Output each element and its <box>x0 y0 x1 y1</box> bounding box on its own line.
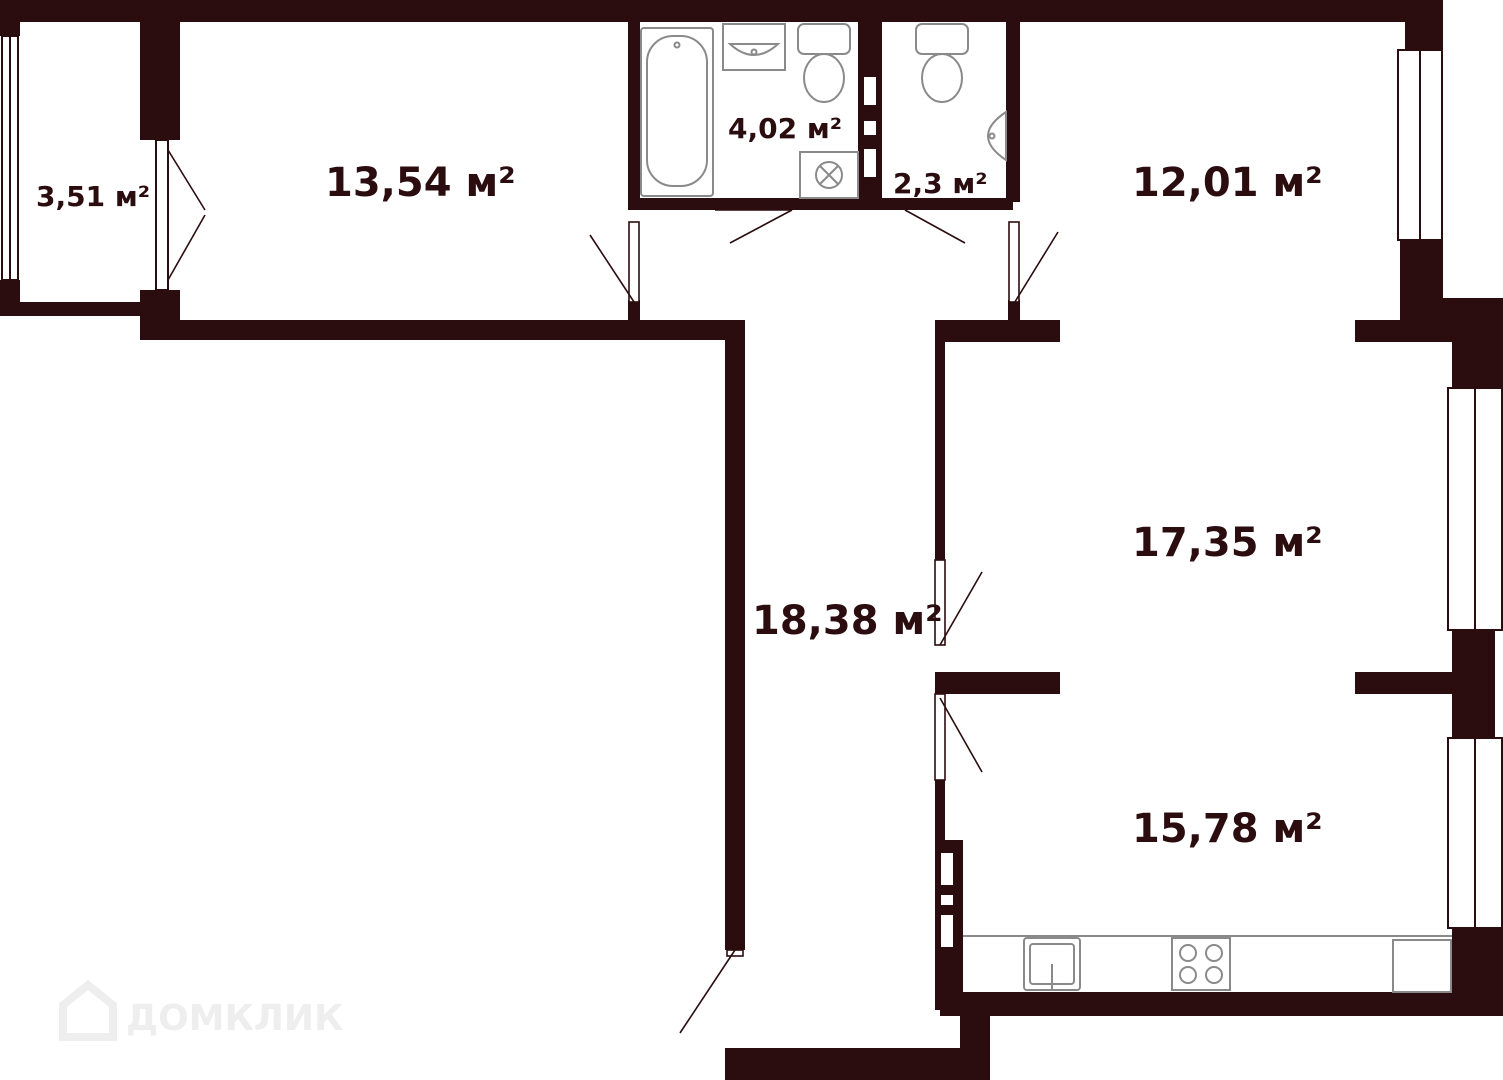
room-2-area-label: 12,01 м² <box>1132 160 1323 206</box>
windows <box>1 35 1503 929</box>
house-logo-icon <box>59 979 117 1041</box>
room-labels: 3,51 м² 13,54 м² 4,02 м² 2,3 м² 12,01 м²… <box>36 112 1323 852</box>
bathroom-toilet <box>797 23 851 103</box>
room-3-area-label: 17,35 м² <box>1132 520 1323 566</box>
toilet-room-sink <box>987 110 1007 162</box>
kitchen-sink <box>1023 937 1081 991</box>
hallway-area-label: 18,38 м² <box>752 598 943 644</box>
balcony-area-label: 3,51 м² <box>36 180 150 213</box>
kitchen-area-label: 15,78 м² <box>1132 806 1323 852</box>
kitchen-shaft <box>939 851 955 949</box>
bathroom-sink <box>722 23 786 71</box>
bathroom-area-label: 4,02 м² <box>728 112 842 145</box>
watermark-text: ДОМКЛИК <box>126 998 343 1039</box>
doors <box>167 149 1059 1034</box>
watermark: ДОМКЛИК <box>59 979 343 1041</box>
room-1-area-label: 13,54 м² <box>325 160 516 206</box>
bathroom-shaft <box>862 75 878 179</box>
kitchen-counter <box>963 935 1452 993</box>
washing-machine <box>799 151 859 199</box>
toilet-room-toilet <box>915 23 969 103</box>
bathtub <box>640 27 714 197</box>
toilet-area-label: 2,3 м² <box>893 167 988 200</box>
kitchen-stove <box>1171 937 1231 991</box>
balcony-door-frame <box>155 139 169 291</box>
